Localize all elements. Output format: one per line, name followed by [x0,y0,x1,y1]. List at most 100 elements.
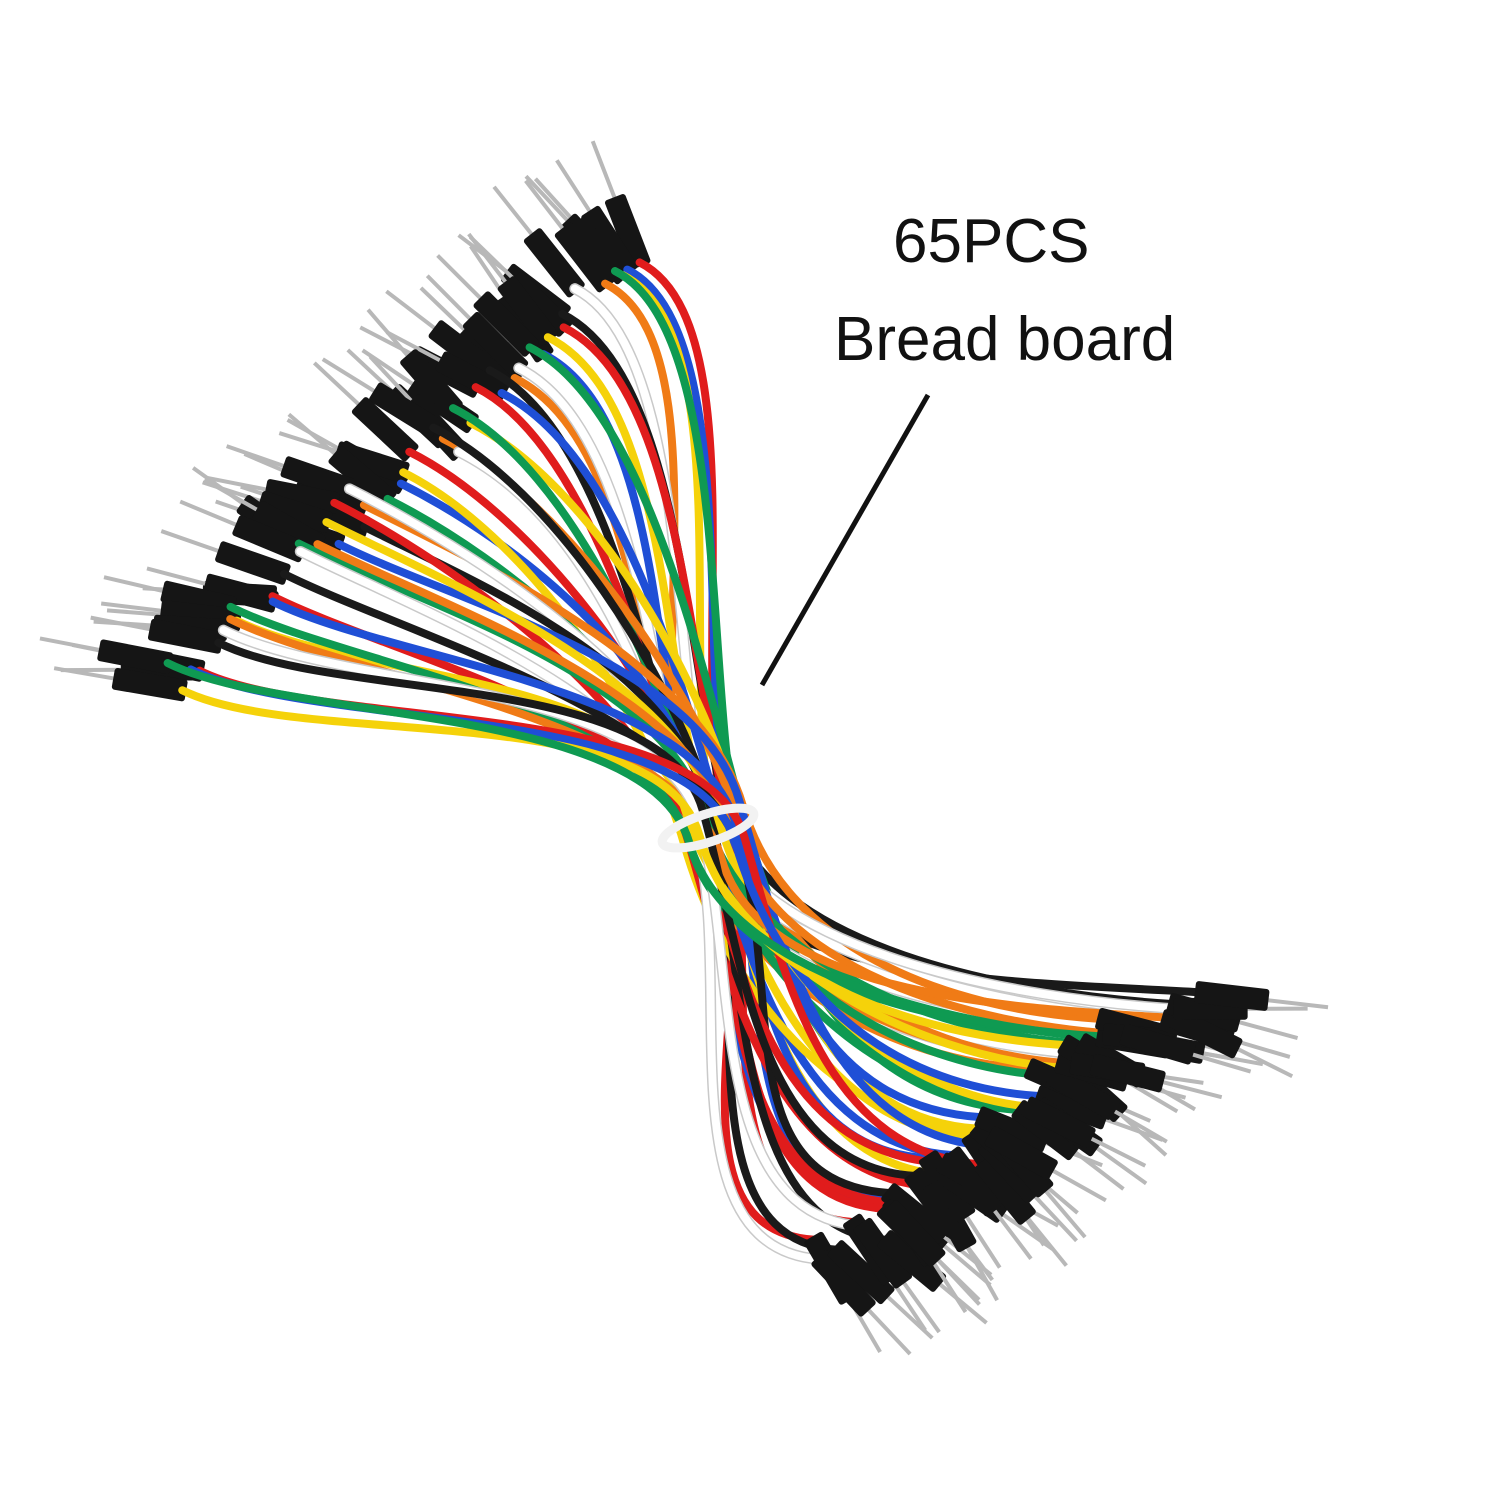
connector-housing [942,1146,1003,1217]
top-connector [53,666,188,702]
connector-housing [877,1230,947,1292]
bottom-connector [811,1250,912,1356]
connector-housing [974,1106,1050,1153]
connector-pin [1020,1210,1068,1267]
connector-pin [206,475,276,494]
bottom-connector [923,1179,999,1302]
connector-housing [428,320,499,381]
connector-pin [935,1238,992,1287]
connector-pin [278,431,347,457]
connector-housing [1168,1007,1243,1059]
connector-housing [369,382,442,438]
connector-housing [333,441,410,484]
connector-pin [160,529,229,557]
connector-pin [53,666,124,683]
bottom-connector [1119,1023,1252,1074]
connector-pin [930,1251,981,1306]
top-connector [385,289,499,381]
top-connector [287,412,397,509]
connector-housing [1089,1053,1166,1093]
connector-housing [984,1126,1058,1180]
top-connector [312,361,419,462]
connector-housing [202,573,279,613]
connector-pin [1182,1049,1252,1074]
connector-housing [351,397,419,462]
connector-housing [1046,1065,1120,1120]
connector-pin [39,636,110,654]
top-connector [321,357,442,438]
connector-housing [604,194,651,270]
connector-pin [368,355,420,410]
top-connector [436,254,539,357]
connector-pin [524,179,571,238]
jumper-wire [163,659,1139,1045]
connector-housing [497,276,558,346]
connector-housing [328,446,397,509]
connector-pin [1081,1132,1147,1168]
top-connector [467,232,558,346]
connector-pin [1105,1104,1168,1144]
top-connector [385,330,510,404]
connector-housing [811,1250,876,1317]
connector-housing [853,1217,913,1289]
top-connector [206,475,340,514]
top-connector [146,566,279,613]
bottom-connector [942,1146,1033,1260]
connector-housing [1033,1085,1110,1130]
connector-pin [225,444,294,472]
connector-pin [419,286,473,338]
bottom-connector [1046,1065,1168,1144]
connector-pin [100,601,171,614]
connector-housing [147,618,224,654]
connector-pin [321,357,384,398]
connector-pin [467,232,513,291]
connector-housing [1193,981,1270,1011]
connector-housing [462,311,529,378]
connector-housing [232,515,308,563]
connector-pin [1027,1188,1078,1243]
connector-housing [554,222,616,293]
bottom-connector [974,1155,1068,1267]
connector-housing [881,1200,946,1267]
cable-tie [657,803,759,853]
connector-pin [103,575,173,596]
product-name-label: Bread board [834,305,1176,374]
connector-housing [881,1183,951,1245]
connector-pin [436,254,489,307]
bottom-connector [984,1126,1107,1203]
connector-housing [435,351,510,404]
jumper-wire [214,638,919,1180]
connector-pin [961,1238,999,1302]
top-connector [90,615,224,654]
bottom-connector [1193,981,1329,1011]
connector-pin [960,1207,1002,1269]
connector-pin [1096,1114,1164,1142]
connector-pin [987,1201,1033,1260]
top-connector [366,308,463,418]
top-connector [425,274,529,378]
connector-housing [264,479,340,514]
connector-pin [366,308,416,365]
connector-housing [111,668,188,702]
connector-pin [1193,1049,1264,1067]
top-connector [524,179,616,293]
connector-housing [1119,1023,1196,1065]
connector-pin [1088,1141,1148,1186]
top-connector [590,140,651,270]
top-connector [179,499,308,563]
connector-housing [257,490,333,534]
bottom-connector [1033,1085,1164,1142]
connector-pin [425,274,478,327]
connector-pin [90,615,160,634]
connector-pin [1258,997,1329,1010]
connector-pin [146,566,216,589]
connector-pin [492,185,540,243]
connector-housing [252,501,326,555]
connector-housing [827,1240,895,1305]
connector-housing [280,456,356,500]
connector-housing [523,228,585,298]
connector-pin [312,361,367,413]
bottom-connector [881,1200,981,1306]
callout-line [759,393,931,687]
bottom-connector [853,1217,941,1334]
